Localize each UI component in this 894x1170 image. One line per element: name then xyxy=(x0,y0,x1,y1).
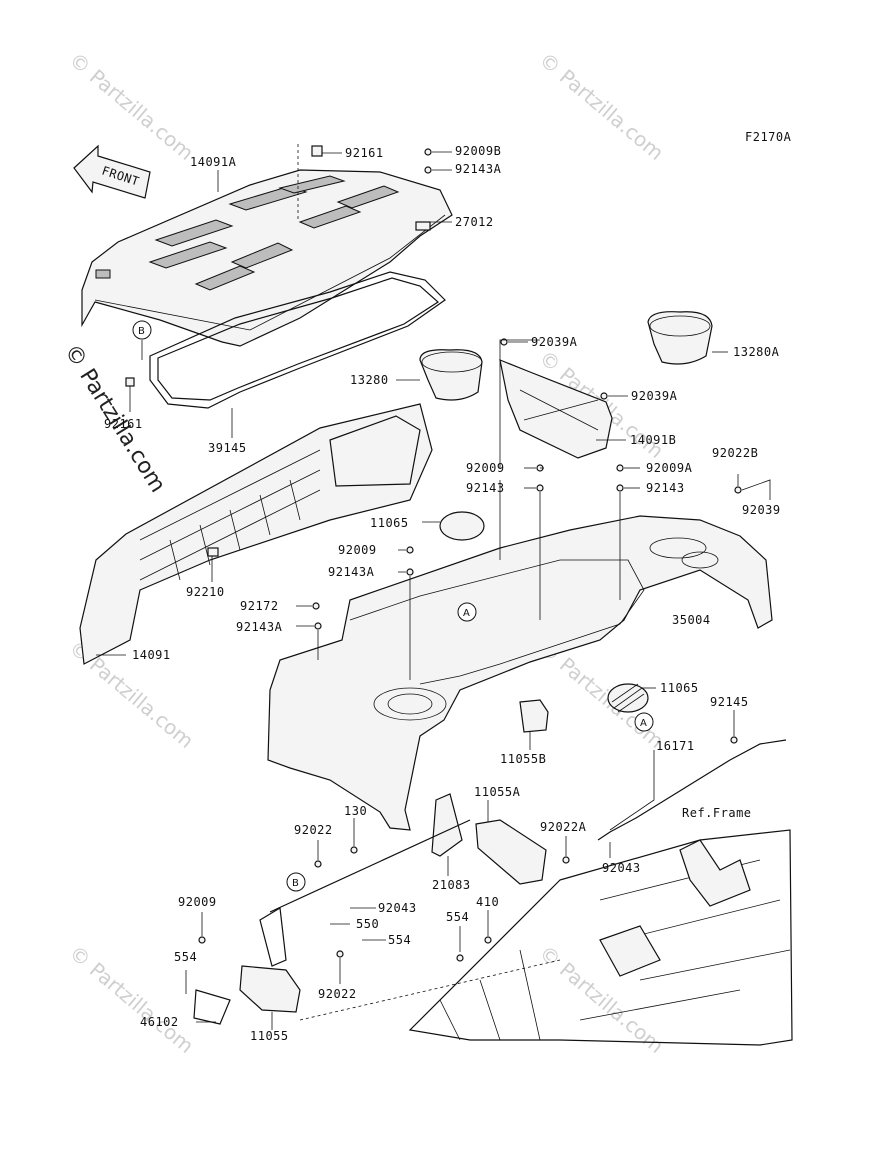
part-labels: F2170A Ref.Frame 14091A 92161 92009B 921… xyxy=(104,130,792,1043)
part-label: 92143A xyxy=(455,162,502,176)
part-label: 410 xyxy=(476,895,499,909)
part-label: 11065 xyxy=(660,681,699,695)
fasteners xyxy=(125,145,742,962)
front-arrow-icon: FRONT xyxy=(73,144,151,199)
watermark: © Partzilla.com xyxy=(535,47,669,165)
part-label: 92039A xyxy=(631,389,678,403)
part-label: 92009 xyxy=(338,543,377,557)
roof-seal xyxy=(149,271,446,409)
part-label: 27012 xyxy=(455,215,494,229)
part-label: 92009B xyxy=(455,144,501,158)
part-label: 11065 xyxy=(370,516,409,530)
part-label: 11055B xyxy=(500,752,546,766)
callout-b-label: B xyxy=(292,878,299,889)
cup-holder-13280 xyxy=(419,349,483,401)
part-label: 92022A xyxy=(540,820,587,834)
part-label: 39145 xyxy=(208,441,247,455)
part-label: 92022 xyxy=(318,987,357,1001)
part-label: 92043 xyxy=(602,861,641,875)
part-label: 92210 xyxy=(186,585,225,599)
part-label: 21083 xyxy=(432,878,471,892)
part-label: 92022B xyxy=(712,446,758,460)
callout-b-lower: B xyxy=(286,872,306,892)
callout-a-label: A xyxy=(640,718,647,729)
cap-11065-lower xyxy=(607,683,649,713)
part-label: 92009 xyxy=(466,461,505,475)
callout-b-label: B xyxy=(138,326,145,337)
part-label: 554 xyxy=(388,933,411,947)
part-label: 92039 xyxy=(742,503,781,517)
part-label: 92043 xyxy=(378,901,417,915)
callout-a-lower: A xyxy=(634,712,654,732)
bracket-11055b xyxy=(519,699,549,733)
watermark: © Partzilla.com xyxy=(65,47,199,165)
part-label: 92009A xyxy=(646,461,693,475)
part-label: 92143A xyxy=(328,565,375,579)
part-label: 92161 xyxy=(345,146,384,160)
part-label: 46102 xyxy=(140,1015,179,1029)
part-label: 11055 xyxy=(250,1029,289,1043)
part-label: 554 xyxy=(446,910,469,924)
part-label: 13280 xyxy=(350,373,389,387)
rear-body-panel xyxy=(267,515,773,831)
part-label: 92022 xyxy=(294,823,333,837)
leader-lines xyxy=(96,144,771,1030)
part-label: 92143A xyxy=(236,620,283,634)
part-label: 11055A xyxy=(474,785,521,799)
cap-11065 xyxy=(439,511,485,541)
callout-a-upper: A xyxy=(457,602,477,622)
part-label: 14091 xyxy=(132,648,171,662)
callout-a-label: A xyxy=(463,608,470,619)
part-label: 14091B xyxy=(630,433,676,447)
frame-reference xyxy=(408,829,793,1046)
lower-mount-assembly xyxy=(193,793,561,1025)
rod-16171 xyxy=(597,739,787,841)
part-label: 14091A xyxy=(190,155,237,169)
ref-frame-label: Ref.Frame xyxy=(682,806,752,820)
part-label: 92143 xyxy=(646,481,685,495)
figure-code: F2170A xyxy=(745,130,792,144)
part-label: 13280A xyxy=(733,345,780,359)
callout-b-upper: B xyxy=(132,320,152,340)
roof-panel xyxy=(81,169,453,347)
part-label: 16171 xyxy=(656,739,695,753)
cup-holder-13280a xyxy=(647,311,713,365)
bracket-14091b xyxy=(499,359,613,459)
part-label: 130 xyxy=(344,804,367,818)
part-label: 554 xyxy=(174,950,197,964)
part-label: 92145 xyxy=(710,695,749,709)
part-label: 35004 xyxy=(672,613,711,627)
part-label: 550 xyxy=(356,917,379,931)
part-label: 92143 xyxy=(466,481,505,495)
part-label: 92161 xyxy=(104,417,143,431)
part-label: 92172 xyxy=(240,599,279,613)
part-label: 92009 xyxy=(178,895,217,909)
front-grille xyxy=(79,403,433,665)
part-label: 92039A xyxy=(531,335,578,349)
